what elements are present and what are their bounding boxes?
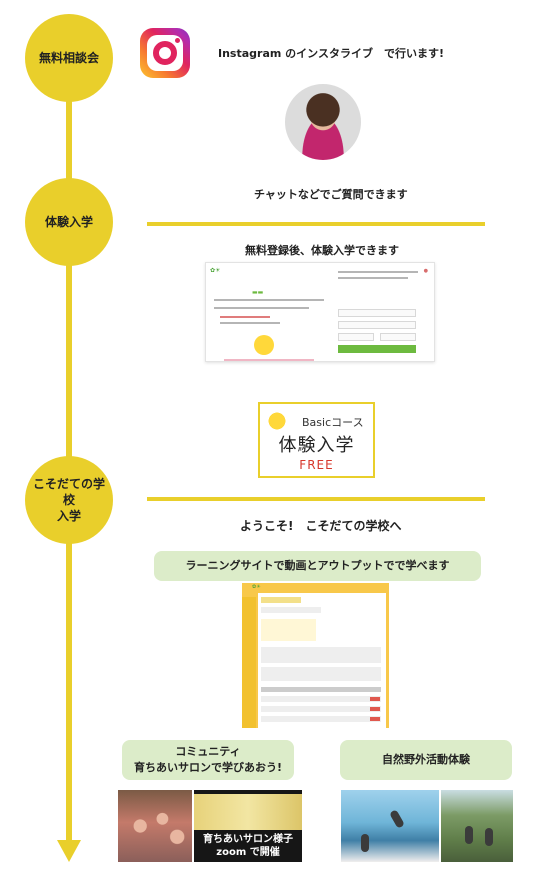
sun-logo-icon xyxy=(254,335,274,355)
river-jump-photo xyxy=(341,790,439,862)
step-school-enrollment: こそだての学校 入学 xyxy=(25,456,113,544)
email-field xyxy=(338,309,416,317)
school-logo-icon xyxy=(268,410,298,430)
learning-site-screenshot: ✿☀ xyxy=(242,583,389,728)
zoom-caption: 育ちあいサロン様子 zoom で開催 xyxy=(203,834,293,858)
login-link-icon: ● xyxy=(423,268,428,274)
chat-question-text: チャットなどでご質問できます xyxy=(254,188,408,201)
registration-title-mark: ▬▬ xyxy=(252,289,264,296)
zoom-grid-image xyxy=(194,794,302,830)
zoom-salon-photo: 育ちあいサロン様子 zoom で開催 xyxy=(194,790,302,862)
outdoor-field-photo xyxy=(441,790,513,862)
step-label: 体験入学 xyxy=(44,214,93,229)
name-field xyxy=(338,333,374,341)
section-divider xyxy=(147,497,485,501)
school-logo: ✿☀ xyxy=(252,584,261,590)
community-pill: コミュニティ 育ちあいサロンで学びあおう! xyxy=(122,740,294,780)
jumping-child xyxy=(389,809,405,829)
timeline-line xyxy=(66,60,72,845)
trial-heading: 無料登録後、体験入学できます xyxy=(245,244,399,257)
instagram-live-text: Instagram のインスタライブ で行います! xyxy=(218,47,444,60)
course-name: Basicコース xyxy=(302,416,364,429)
section-divider xyxy=(147,222,485,226)
step-label: こそだての学校 入学 xyxy=(32,476,105,524)
step-label: 無料相談会 xyxy=(38,50,99,65)
register-button xyxy=(338,345,416,353)
outdoor-activity-pill: 自然野外活動体験 xyxy=(340,740,512,780)
school-logo: ✿☀ xyxy=(210,267,221,274)
welcome-text: ようこそ! こそだての学校へ xyxy=(240,519,402,533)
learning-nav-bar xyxy=(242,597,256,728)
trial-course-badge: Basicコース 体験入学 FREE xyxy=(258,402,375,478)
trial-title: 体験入学 xyxy=(278,435,355,456)
host-avatar xyxy=(285,84,361,160)
password-field xyxy=(338,321,416,329)
step-free-consultation: 無料相談会 xyxy=(25,14,113,102)
instagram-icon[interactable] xyxy=(140,28,190,78)
free-label: FREE xyxy=(299,458,334,472)
name-field-2 xyxy=(380,333,416,341)
step-trial-enrollment: 体験入学 xyxy=(25,178,113,266)
community-group-photo xyxy=(118,790,192,862)
timeline-arrow-down-icon xyxy=(57,840,81,862)
registration-page-screenshot: ✿☀ ● ▬▬ xyxy=(205,262,435,362)
learning-site-pill: ラーニングサイトで動画とアウトプットでで学べます xyxy=(154,551,481,581)
